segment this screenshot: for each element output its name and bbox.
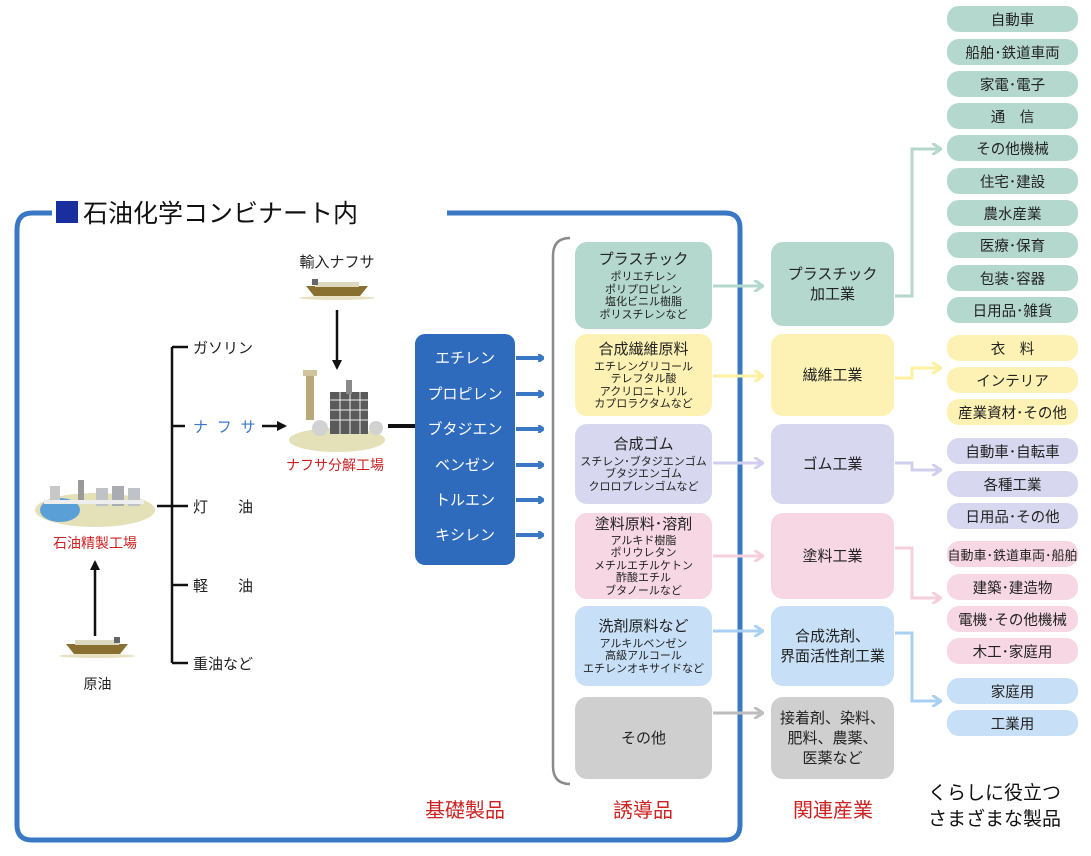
basic-ethylene: エチレン — [434, 349, 495, 367]
cracker-plant-icon — [289, 370, 385, 452]
import-naphtha-label: 輸入ナフサ — [299, 252, 375, 271]
fraction-naphtha: ナ フ サ — [193, 418, 258, 436]
industry-plastic: プラスチック 加工業 — [771, 242, 894, 326]
derivative-detergent: 洗剤原料など アルキルベンゼン 高級アルコール エチレンオキサイドなど — [575, 606, 712, 686]
product-plastic-4: 通 信 — [947, 103, 1078, 129]
fraction-gasoil: 軽 油 — [193, 577, 254, 595]
industry-fiber: 繊維工業 — [771, 334, 894, 416]
product-detergent-2: 工業用 — [947, 710, 1078, 736]
page-title: 石油化学コンビナート内 — [83, 199, 359, 228]
basic-benzene: ベンゼン — [434, 456, 495, 474]
derivative-title: 合成繊維原料 — [598, 339, 689, 358]
industry-other: 接着剤、染料、 肥料、農薬、 医薬など — [771, 697, 894, 779]
product-detergent-1: 家庭用 — [947, 678, 1078, 704]
refinery-label: 石油精製工場 — [53, 536, 137, 552]
derivative-title: その他 — [620, 729, 666, 747]
product-plastic-1: 自動車 — [947, 6, 1078, 32]
derivative-title: プラスチック — [598, 250, 689, 268]
derivative-items: ポリエチレン ポリプロピレン 塩化ビニル樹脂 ポリスチレンなど — [599, 270, 688, 321]
basic-toluene: トルエン — [434, 491, 495, 509]
product-plastic-2: 船舶･鉄道車両 — [947, 39, 1078, 65]
product-plastic-6: 住宅･建設 — [947, 168, 1078, 194]
crude-label: 原油 — [83, 677, 112, 693]
derivative-items: アルキド樹脂 ポリウレタン メチルエチルケトン 酢酸エチル ブタノールなど — [594, 533, 693, 597]
product-paint-2: 建築･建造物 — [947, 574, 1078, 600]
product-plastic-10: 日用品･雑貨 — [947, 297, 1078, 323]
product-fiber-2: インテリア — [947, 367, 1078, 393]
fraction-heavy-oil: 重油など — [193, 655, 254, 673]
derivative-items: アルキルベンゼン 高級アルコール エチレンオキサイドなど — [583, 636, 704, 675]
category-products: くらしに役立つ さまざまな製品 — [928, 782, 1062, 830]
product-fiber-1: 衣 料 — [947, 335, 1078, 361]
derivative-bracket — [551, 236, 571, 786]
product-plastic-7: 農水産業 — [947, 200, 1078, 226]
fraction-tree — [157, 345, 188, 665]
derivative-title: 合成ゴム — [613, 434, 674, 453]
industry-paint: 塗料工業 — [771, 513, 894, 599]
product-plastic-3: 家電･電子 — [947, 71, 1078, 97]
crude-ship-icon — [59, 637, 135, 658]
product-rubber-3: 日用品･その他 — [947, 503, 1078, 529]
industry-rubber: ゴム工業 — [771, 424, 894, 504]
category-basic: 基礎製品 — [425, 797, 505, 822]
product-paint-4: 木工･家庭用 — [947, 638, 1078, 664]
basic-arrows — [516, 358, 543, 535]
fraction-gasoline: ガソリン — [193, 339, 254, 357]
category-derivative: 誘導品 — [613, 797, 673, 822]
title-square-icon — [56, 201, 78, 223]
product-paint-3: 電機･その他機械 — [947, 606, 1078, 632]
complex-border — [14, 210, 743, 843]
refinery-icon — [35, 480, 155, 527]
category-industry: 関連産業 — [793, 797, 873, 822]
product-rubber-1: 自動車･自転車 — [947, 438, 1078, 464]
product-fiber-3: 産業資材･その他 — [947, 399, 1078, 425]
import-ship-icon — [299, 279, 375, 300]
fraction-kerosene: 灯 油 — [193, 498, 254, 516]
product-paint-1: 自動車･鉄道車両･船舶 — [947, 541, 1078, 567]
derivative-other: その他 — [575, 697, 712, 779]
industry-detergent: 合成洗剤、 界面活性剤工業 — [771, 606, 894, 686]
derivative-items: スチレン･ブタジエンゴム ブタジエンゴム クロロプレンゴムなど — [580, 454, 707, 493]
derivative-rubber: 合成ゴム スチレン･ブタジエンゴム ブタジエンゴム クロロプレンゴムなど — [575, 424, 712, 504]
derivative-fiber: 合成繊維原料 エチレングリコール テレフタル酸 アクリロニトリル カプロラクタム… — [575, 334, 712, 416]
derivative-title: 洗剤原料など — [598, 616, 689, 635]
basic-xylene: キシレン — [434, 526, 495, 544]
derivative-title: 塗料原料･溶剤 — [594, 514, 693, 533]
product-rubber-2: 各種工業 — [947, 471, 1078, 497]
basic-butadiene: ブタジエン — [427, 420, 503, 438]
basic-products-panel: エチレン プロピレン ブタジエン ベンゼン トルエン キシレン — [415, 334, 515, 565]
product-plastic-9: 包装･容器 — [947, 265, 1078, 291]
complex-title: 石油化学コンビナート内 — [52, 196, 367, 228]
derivative-paint: 塗料原料･溶剤 アルキド樹脂 ポリウレタン メチルエチルケトン 酢酸エチル ブタ… — [575, 513, 712, 599]
derivative-items: エチレングリコール テレフタル酸 アクリロニトリル カプロラクタムなど — [594, 359, 693, 410]
derivative-plastic: プラスチック ポリエチレン ポリプロピレン 塩化ビニル樹脂 ポリスチレンなど — [575, 242, 712, 329]
product-plastic-5: その他機械 — [947, 135, 1078, 161]
cracker-label: ナフサ分解工場 — [286, 458, 384, 474]
product-plastic-8: 医療･保育 — [947, 232, 1078, 258]
basic-propylene: プロピレン — [427, 385, 503, 403]
